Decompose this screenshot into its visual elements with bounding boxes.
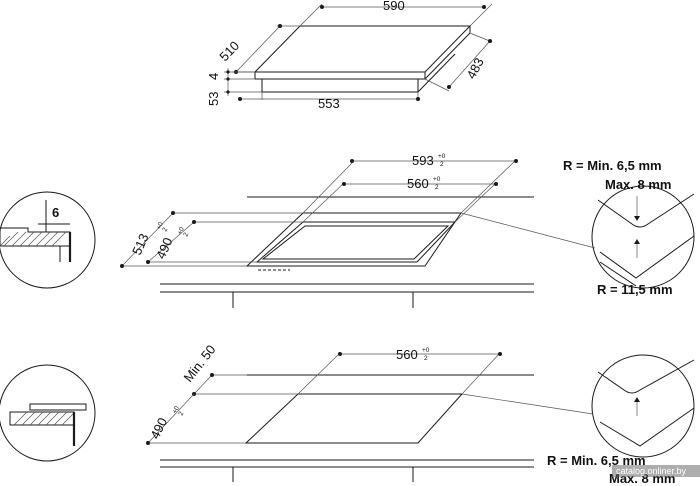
dim-590-label: 590: [383, 0, 405, 13]
hob-dimensions-view: 590 510 483 553 4 53: [206, 0, 493, 111]
dim-593-tol-top: +0: [438, 153, 446, 160]
corner-radius-note-standard: R = Min. 6,5 mm: [547, 453, 646, 468]
worktop-detail-circle: [0, 364, 96, 462]
dim-513-tol-bottom: 2: [161, 226, 169, 233]
hob-body-side: [417, 53, 456, 93]
standard-cutout-view: 560 +0 2 Min. 50 490 +0 2: [0, 342, 695, 486]
dim-560-flush-label: 560: [407, 176, 429, 191]
corner-detail-circle-standard: [591, 354, 695, 458]
dim-53-label: 53: [206, 92, 221, 106]
outer-radius-note: R = 11,5 mm: [597, 282, 673, 297]
recess-depth-label: 6: [52, 205, 59, 220]
dim-483-label: 483: [463, 55, 486, 81]
leader-line-flush: [460, 212, 596, 249]
dim-490-standard-tol-top: +0: [172, 405, 182, 415]
worktop-detail: [9, 403, 87, 446]
recess-detail: [0, 200, 72, 262]
dim-560-standard-label: 560: [396, 347, 418, 362]
dim-4-label: 4: [206, 73, 221, 80]
inner-cutout-inset: [261, 225, 450, 260]
dim-560-flush-tol-bottom: 2: [435, 184, 439, 191]
watermark-text: catalog.onliner.by: [616, 466, 687, 476]
dim-560-standard-tol-bottom: 2: [424, 355, 428, 362]
corner-max-note-flush: Max. 8 mm: [605, 177, 671, 192]
flush-cutout-view: 593 +0 2 560 +0 2 513 +0 2 490 +0 2: [0, 153, 695, 308]
outer-recess-outline: [245, 212, 462, 267]
dim-513-tol-top: +0: [155, 221, 165, 231]
dim-593-tol-bottom: 2: [440, 161, 444, 168]
dim-490-flush-label: 490: [153, 235, 176, 261]
corner-detail-circle-flush: [591, 185, 695, 289]
dim-513-label: 513: [129, 231, 152, 257]
recess-detail-circle: [0, 191, 96, 289]
min-50-label: Min. 50: [181, 342, 219, 385]
hob-glass-underside-side: [424, 32, 471, 80]
dim-510-label: 510: [216, 38, 242, 64]
dim-560-flush-tol-top: +0: [433, 176, 441, 183]
corner-radius-note-flush: R = Min. 6,5 mm: [563, 158, 662, 173]
dim-490-flush-tol-top: +0: [176, 226, 186, 236]
dim-490-standard-label: 490: [147, 415, 170, 441]
dim-490-flush-tol-bottom: 2: [182, 231, 190, 238]
dim-490-standard-tol-bottom: 2: [178, 410, 186, 417]
corner-detail-flush: [597, 193, 695, 287]
leader-line-standard: [461, 393, 594, 415]
dim-560-standard-tol-top: +0: [422, 347, 430, 354]
watermark: catalog.onliner.by: [612, 465, 700, 477]
cutout-outline-standard: [244, 393, 464, 444]
dim-553-label: 553: [318, 96, 340, 111]
dim-593-label: 593: [412, 153, 434, 168]
corner-detail-standard: [597, 359, 695, 447]
hob-glass-top: [253, 25, 472, 73]
